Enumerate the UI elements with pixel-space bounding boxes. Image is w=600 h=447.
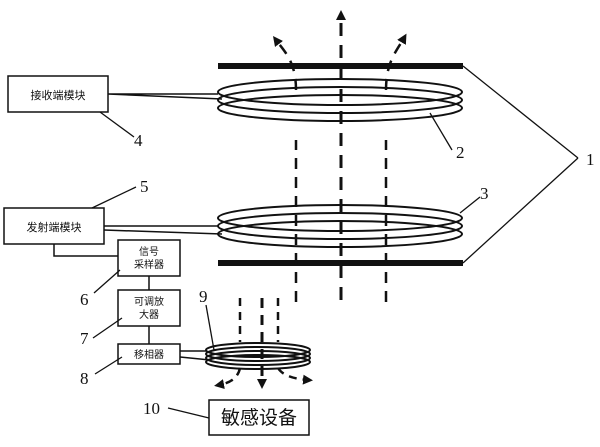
- amplifier-label-line1: 可调放: [134, 295, 164, 308]
- transmitter-wires: [103, 225, 223, 235]
- shifter-to-shield-coil-wires: [179, 350, 211, 361]
- signal-sampler: 信号 采样器: [117, 239, 181, 277]
- transmitter-module: 发射端模块: [3, 207, 105, 245]
- callout-8: 8: [80, 369, 89, 388]
- shield-field-lines: [214, 298, 313, 390]
- callout-leaders: [91, 65, 579, 419]
- receiver-wires: [107, 93, 223, 100]
- adjustable-amplifier: 可调放 大器: [117, 289, 181, 327]
- callout-7: 7: [80, 329, 89, 348]
- callout-1: 1: [586, 150, 595, 169]
- transmitter-to-sampler-wire: [53, 244, 118, 257]
- magnetic-field-lines: [272, 33, 407, 302]
- sensitive-device-label: 敏感设备: [221, 407, 297, 429]
- sensitive-device: 敏感设备: [208, 399, 310, 436]
- amplifier-label-line2: 大器: [139, 308, 159, 321]
- phase-shifter-label: 移相器: [134, 348, 164, 361]
- callout-9: 9: [199, 287, 208, 306]
- top-plate: [218, 63, 463, 69]
- callout-5: 5: [140, 177, 149, 196]
- callout-2: 2: [456, 143, 465, 162]
- bottom-plate: [218, 260, 463, 266]
- signal-sampler-label-line2: 采样器: [134, 258, 164, 271]
- phase-shifter: 移相器: [117, 343, 181, 365]
- receiver-module: 接收端模块: [7, 75, 109, 113]
- callout-4: 4: [134, 131, 143, 150]
- callout-3: 3: [480, 184, 489, 203]
- callout-10: 10: [143, 399, 160, 418]
- shield-coil: [205, 342, 311, 370]
- signal-sampler-label-line1: 信号: [139, 246, 159, 258]
- callout-6: 6: [80, 290, 89, 309]
- receiver-module-label: 接收端模块: [31, 88, 86, 102]
- transmitter-module-label: 发射端模块: [27, 220, 82, 234]
